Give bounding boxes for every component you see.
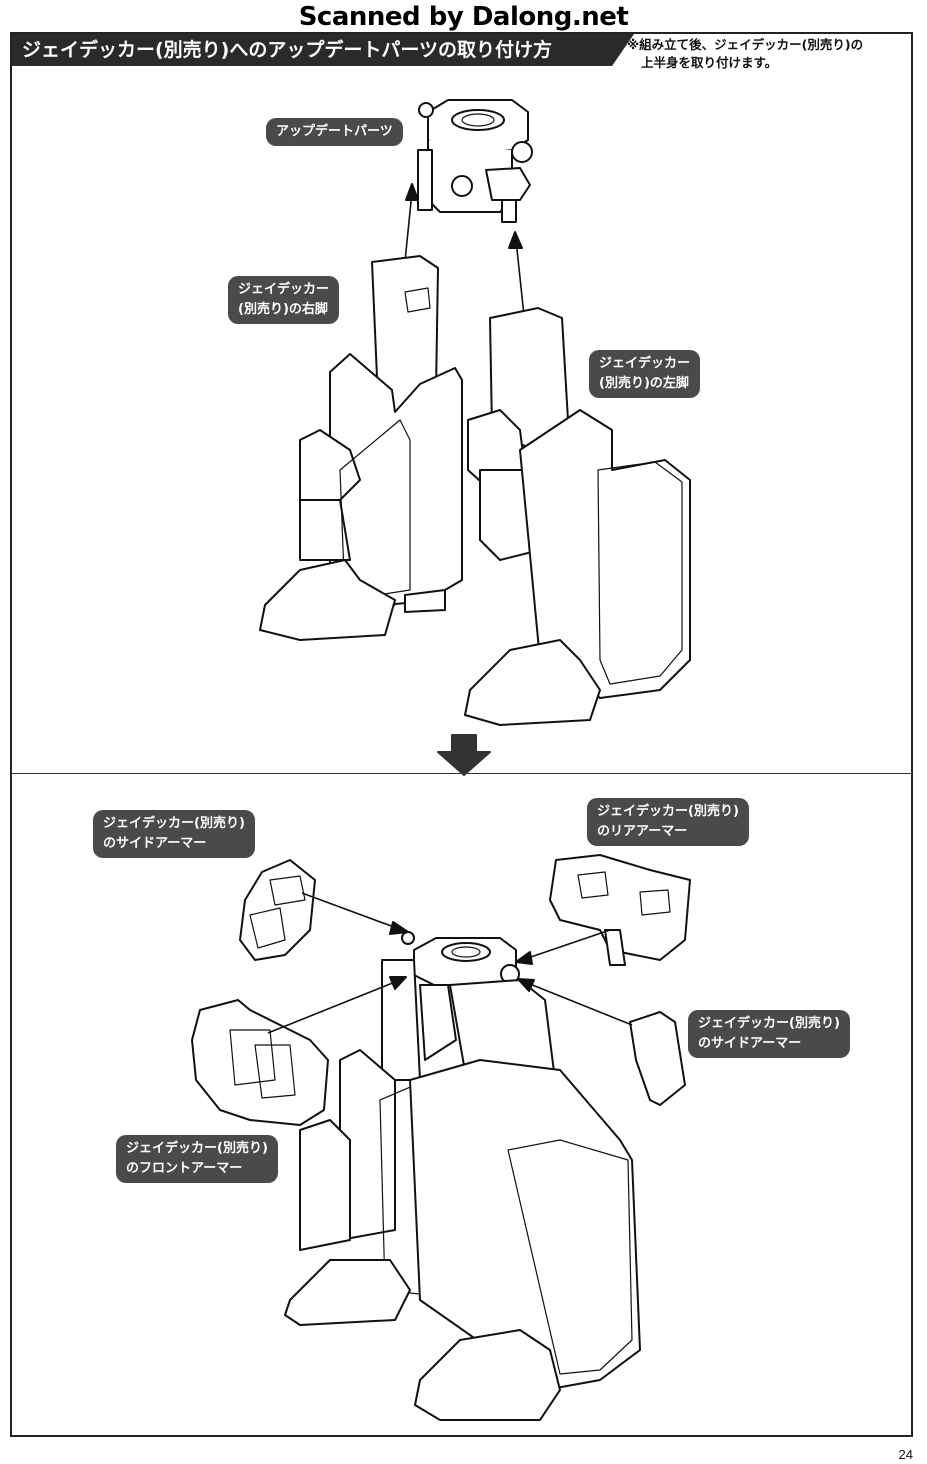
- update-part-illustration: [417, 99, 533, 223]
- label-right-leg-line-1: ジェイデッカー: [238, 282, 330, 297]
- rear-armor-illustration: [549, 854, 691, 966]
- watermark-text: Scanned by Dalong.net: [298, 2, 629, 32]
- label-side-armor-left-line-2: のサイドアーマー: [103, 836, 207, 851]
- label-front-armor: ジェイデッカー(別売り) のフロントアーマー: [116, 1135, 278, 1183]
- front-armor-illustration: [191, 999, 329, 1126]
- label-rear-armor-line-1: ジェイデッカー(別売り): [597, 804, 739, 819]
- assembled-body-illustration: [284, 931, 641, 1421]
- title-bar: [12, 34, 634, 66]
- label-rear-armor: ジェイデッカー(別売り) のリアアーマー: [587, 798, 749, 846]
- label-side-armor-right: ジェイデッカー(別売り) のサイドアーマー: [688, 1010, 850, 1058]
- label-side-armor-left: ジェイデッカー(別売り) のサイドアーマー: [93, 810, 255, 858]
- page-title: ジェイデッカー(別売り)へのアップデートパーツの取り付け方: [22, 39, 552, 61]
- label-update-parts: アップデートパーツ: [266, 118, 403, 146]
- label-front-armor-line-2: のフロントアーマー: [126, 1161, 243, 1176]
- label-left-leg: ジェイデッカー (別売り)の左脚: [589, 350, 701, 398]
- assembly-note: ※組み立て後、ジェイデッカー(別売り)の 上半身を取り付けます。: [627, 36, 863, 72]
- left-leg-illustration: [464, 307, 691, 726]
- label-left-leg-line-2: (別売り)の左脚: [599, 376, 689, 391]
- section-divider: [10, 773, 913, 774]
- label-side-armor-right-line-2: のサイドアーマー: [698, 1036, 802, 1051]
- note-line-2: 上半身を取り付けます。: [641, 55, 778, 70]
- side-armor-right-illustration: [629, 1011, 686, 1106]
- label-left-leg-line-1: ジェイデッカー: [599, 356, 691, 371]
- label-side-armor-left-line-1: ジェイデッカー(別売り): [103, 816, 245, 831]
- label-right-leg-line-2: (別売り)の右脚: [238, 302, 328, 317]
- page-number: 24: [898, 1447, 913, 1462]
- label-front-armor-line-1: ジェイデッカー(別売り): [126, 1141, 268, 1156]
- label-update-parts-text: アップデートパーツ: [276, 124, 393, 139]
- right-leg-illustration: [259, 255, 463, 641]
- side-armor-left-illustration: [239, 859, 316, 961]
- label-rear-armor-line-2: のリアアーマー: [597, 824, 688, 839]
- page-frame: [10, 32, 913, 1437]
- note-line-1: ※組み立て後、ジェイデッカー(別売り)の: [627, 37, 864, 52]
- down-arrow-icon: [437, 734, 491, 776]
- label-side-armor-right-line-1: ジェイデッカー(別売り): [698, 1016, 840, 1031]
- label-right-leg: ジェイデッカー (別売り)の右脚: [228, 276, 340, 324]
